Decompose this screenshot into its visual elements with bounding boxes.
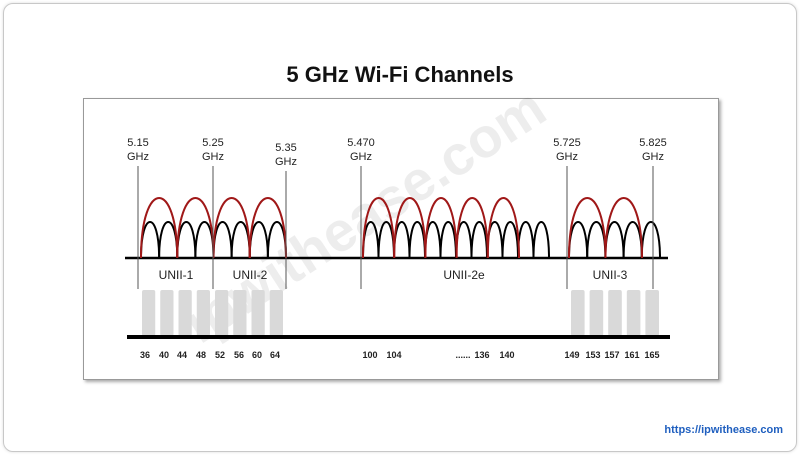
channel-number: 153 bbox=[585, 350, 600, 360]
channel-number: 100 bbox=[362, 350, 377, 360]
channel-arc-40mhz bbox=[455, 197, 489, 259]
frequency-marker-unit: GHz bbox=[202, 151, 224, 163]
frequency-marker-unit: GHz bbox=[556, 151, 578, 163]
frequency-marker-value: 5.825 bbox=[639, 137, 667, 149]
frequency-marker-unit: GHz bbox=[127, 151, 149, 163]
channel-arc-40mhz bbox=[176, 197, 215, 259]
channel-number: 36 bbox=[140, 350, 150, 360]
channel-number: 136 bbox=[474, 350, 489, 360]
band-label: UNII-3 bbox=[593, 268, 628, 282]
channel-number: 161 bbox=[624, 350, 639, 360]
channel-bar bbox=[160, 290, 174, 336]
channel-arc-40mhz bbox=[604, 197, 643, 259]
channel-number: 60 bbox=[252, 350, 262, 360]
frequency-marker-value: 5.15 bbox=[127, 137, 148, 149]
channel-bar bbox=[269, 290, 283, 336]
watermark: ipwithease.com bbox=[172, 75, 556, 355]
channel-arc-40mhz bbox=[424, 197, 458, 259]
frequency-marker-unit: GHz bbox=[350, 151, 372, 163]
channel-number: 40 bbox=[159, 350, 169, 360]
channel-bar bbox=[589, 290, 604, 336]
frequency-marker-value: 5.470 bbox=[347, 137, 375, 149]
channel-arc-20mhz bbox=[517, 221, 535, 259]
frequency-marker-unit: GHz bbox=[275, 156, 297, 168]
channel-arc-40mhz bbox=[140, 197, 179, 259]
channel-number: 44 bbox=[177, 350, 187, 360]
channel-number: 165 bbox=[644, 350, 659, 360]
channel-number: 64 bbox=[270, 350, 280, 360]
band-label: UNII-2e bbox=[443, 268, 485, 282]
channel-arc-20mhz bbox=[439, 221, 457, 259]
channel-bar bbox=[645, 290, 659, 336]
outer-frame bbox=[3, 3, 797, 452]
channel-number: 149 bbox=[564, 350, 579, 360]
channel-bar bbox=[142, 290, 156, 336]
channel-bar bbox=[178, 290, 192, 336]
frequency-marker-unit: GHz bbox=[642, 151, 664, 163]
channel-number: 157 bbox=[604, 350, 619, 360]
channel-bar bbox=[571, 290, 585, 336]
channel-arc-40mhz bbox=[248, 197, 287, 259]
channel-bar bbox=[196, 290, 210, 336]
channel-arc-40mhz bbox=[212, 197, 251, 259]
channel-arc-20mhz bbox=[640, 221, 661, 259]
frequency-marker-value: 5.725 bbox=[553, 137, 581, 149]
channel-bar bbox=[215, 290, 229, 336]
band-label: UNII-2 bbox=[233, 268, 268, 282]
channel-bar bbox=[251, 290, 265, 336]
page-title: 5 GHz Wi-Fi Channels bbox=[286, 62, 514, 87]
channel-arc-40mhz bbox=[393, 197, 427, 259]
channel-arc-20mhz bbox=[470, 221, 488, 259]
channel-arc-20mhz bbox=[501, 221, 519, 259]
band-label: UNII-1 bbox=[159, 268, 194, 282]
channel-number: 140 bbox=[499, 350, 514, 360]
channel-number: ...... bbox=[455, 350, 470, 360]
channel-bar bbox=[626, 290, 641, 336]
channel-number: 56 bbox=[234, 350, 244, 360]
channel-number: 52 bbox=[215, 350, 225, 360]
channel-arc-40mhz bbox=[568, 197, 607, 259]
channel-arc-20mhz bbox=[532, 221, 550, 259]
channel-number: 48 bbox=[196, 350, 206, 360]
channel-arc-40mhz bbox=[362, 197, 396, 259]
frequency-marker-value: 5.25 bbox=[202, 137, 223, 149]
site-url[interactable]: https://ipwithease.com bbox=[664, 424, 783, 436]
channel-number: 104 bbox=[386, 350, 401, 360]
channel-bar bbox=[233, 290, 247, 336]
frequency-marker-value: 5.35 bbox=[275, 142, 296, 154]
channel-arc-40mhz bbox=[486, 197, 520, 259]
channel-bar bbox=[608, 290, 622, 336]
